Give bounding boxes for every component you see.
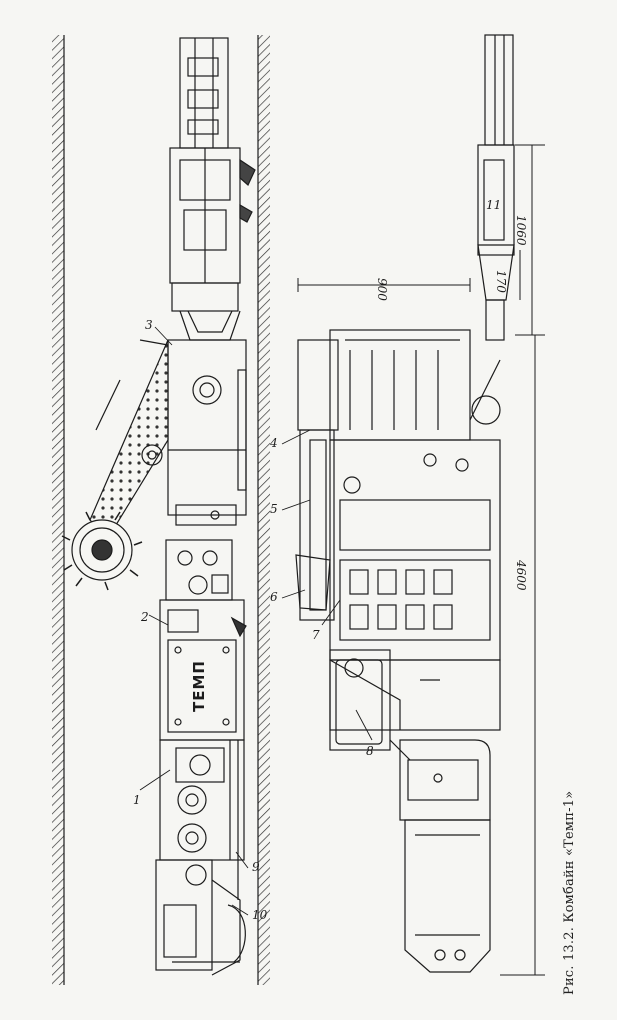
callout-2: 2 — [141, 610, 149, 624]
callout-4: 4 — [270, 436, 278, 450]
tunnel-wall-left — [52, 35, 64, 985]
callout-9: 9 — [252, 860, 260, 874]
callout-11: 11 — [486, 198, 502, 212]
callout-1: 1 — [133, 793, 141, 807]
side-view — [295, 34, 545, 976]
callout-7: 7 — [312, 628, 320, 642]
leader-lines — [139, 326, 373, 916]
tunnel-wall-right — [258, 35, 270, 985]
callout-8: 8 — [366, 744, 374, 758]
temp-nameplate: ТЕМП — [190, 660, 208, 712]
callout-5: 5 — [270, 502, 278, 516]
callout-10: 10 — [252, 908, 268, 922]
callout-6: 6 — [270, 590, 278, 604]
callout-3: 3 — [145, 318, 153, 332]
dimension-4600: 4600 — [514, 560, 528, 591]
plan-view — [52, 35, 270, 985]
dimension-1060: 1060 — [514, 215, 528, 246]
dimension-900: 900 — [375, 278, 389, 301]
figure-caption: Рис. 13.2. Комбайн «Темп-1» — [562, 790, 577, 995]
dimension-170: 170 — [494, 270, 508, 293]
